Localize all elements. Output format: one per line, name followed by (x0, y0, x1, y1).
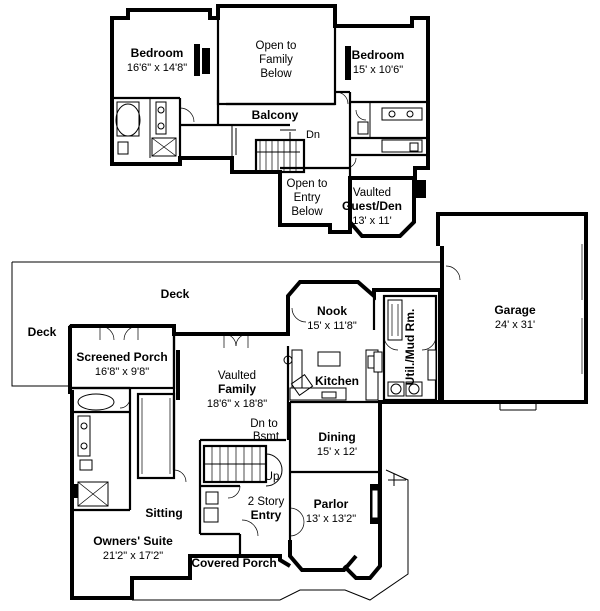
garage-dim: 24' x 31' (495, 319, 535, 331)
covered-porch-name: Covered Porch (191, 556, 276, 570)
dining-name: Dining (318, 430, 355, 444)
upper-stair (254, 138, 306, 174)
nook-name: Nook (317, 304, 347, 318)
open-entry-line-3: Below (291, 206, 323, 218)
parlor-bay-wall (288, 540, 358, 572)
util-mud-room-name: Util./Mud Rm. (403, 309, 417, 386)
bedroom-right-dim: 15' x 10'6" (353, 64, 403, 76)
main-stair-treads (204, 446, 266, 482)
open-family-line-1: Open to (256, 40, 297, 52)
screened-porch-dim: 16'8" x 9'8" (95, 366, 149, 378)
bedroom-left-dim: 16'6" x 14'8" (127, 62, 187, 74)
upper-exterior-wall (110, 4, 430, 234)
entry-line-1: 2 Story (248, 496, 285, 508)
kitchen-name: Kitchen (315, 374, 359, 388)
main-floor (11, 212, 588, 601)
bedroom-right-name: Bedroom (352, 48, 405, 62)
open-entry-line-2: Entry (294, 192, 321, 204)
open-family-line-3: Below (260, 68, 292, 80)
entry-name: Entry (251, 508, 282, 522)
guest-den-line-1: Vaulted (353, 187, 391, 199)
family-name: Family (218, 382, 256, 396)
guest-den-bay-wall (348, 178, 416, 238)
dining-dim: 15' x 12' (317, 446, 357, 458)
guest-den-name: Guest/Den (342, 199, 402, 213)
nook-dim: 15' x 11'8" (307, 320, 357, 332)
covered-porch-outline (132, 469, 409, 601)
parlor-dim: 13' x 13'2" (306, 513, 356, 525)
open-entry-line-1: Open to (287, 178, 328, 190)
dn-to-bsmt-line-2: Bsmt (253, 431, 280, 443)
upper-floor-labels: Bedroom 16'6" x 14'8" Open to Family Bel… (127, 40, 405, 227)
dn-to-bsmt-line-1: Dn to (250, 418, 278, 430)
upper-floor (110, 4, 430, 238)
screened-porch-name: Screened Porch (76, 350, 167, 364)
family-line-1: Vaulted (218, 370, 256, 382)
parlor-name: Parlor (314, 497, 349, 511)
deck-left-label: Deck (28, 325, 57, 339)
upper-stair-dn-label: Dn (306, 129, 320, 141)
balcony-label: Balcony (252, 108, 299, 122)
owners-suite-dim: 21'2" x 17'2" (103, 550, 163, 562)
deck-top-label: Deck (161, 287, 190, 301)
owners-suite-name: Owners' Suite (93, 534, 173, 548)
family-dim: 18'6" x 18'8" (207, 398, 267, 410)
upper-stair-treads (256, 132, 300, 172)
owners-closet (136, 392, 176, 480)
main-stair-up-label: Up (265, 471, 280, 483)
guest-den-dim: 13' x 11' (352, 215, 391, 227)
main-floor-labels: Deck Deck Screened Porch 16'8" x 9'8" Va… (28, 287, 536, 570)
garage-name: Garage (494, 303, 536, 317)
bedroom-left-name: Bedroom (131, 46, 184, 60)
utility-room (382, 294, 438, 402)
sitting-name: Sitting (145, 506, 182, 520)
open-family-line-2: Family (259, 54, 293, 66)
